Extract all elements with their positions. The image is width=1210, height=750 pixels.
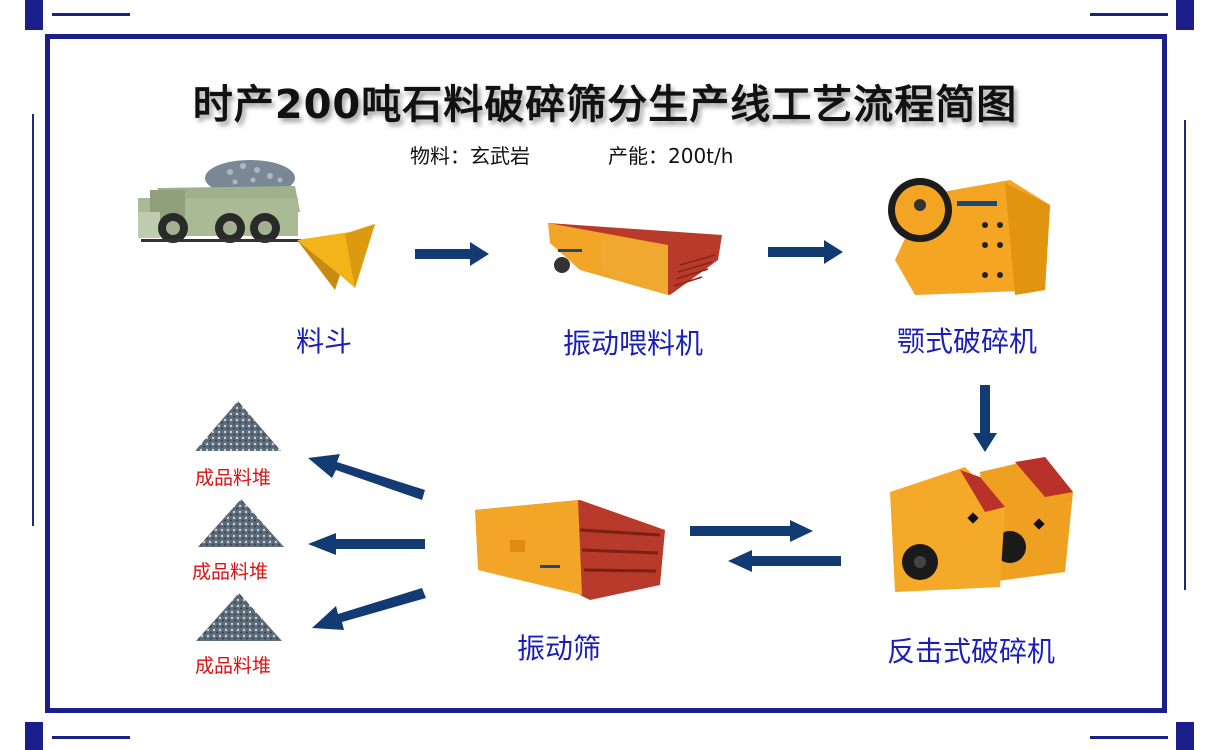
- corner-line-bottom-right: [1090, 736, 1168, 739]
- side-line-right: [1184, 120, 1186, 590]
- corner-line-top-left: [52, 13, 130, 16]
- vibrating-screen-icon: [475, 500, 665, 600]
- capacity-label: 产能：200t/h: [608, 144, 734, 168]
- corner-block-bottom-left: [25, 722, 43, 750]
- pile-label-1: 成品料堆: [195, 467, 272, 489]
- gravel-pile-icon-3: [196, 593, 282, 641]
- gravel-pile-icon-1: [195, 401, 281, 451]
- pile-label-3: 成品料堆: [195, 655, 272, 677]
- corner-block-bottom-right: [1176, 722, 1194, 750]
- arrow-screen-to-pile-1: [308, 454, 425, 500]
- vibrating-feeder-icon: [548, 223, 722, 295]
- impact-crusher-icon: [890, 457, 1073, 592]
- material-label: 物料：玄武岩: [410, 144, 530, 168]
- arrow-jaw-to-impact: [973, 385, 997, 452]
- diagram-title: 时产200吨石料破碎筛分生产线工艺流程简图: [192, 82, 1018, 128]
- arrow-impact-to-screen: [728, 550, 841, 572]
- arrow-screen-to-impact: [690, 520, 813, 542]
- corner-block-top-right: [1176, 0, 1194, 30]
- arrow-hopper-to-feeder: [415, 242, 489, 266]
- gravel-pile-icon-2: [198, 499, 284, 547]
- side-line-left: [32, 114, 34, 526]
- corner-line-top-right: [1090, 13, 1168, 16]
- stage-label-screen: 振动筛: [517, 632, 602, 665]
- diagram-frame: [45, 34, 1167, 713]
- arrow-screen-to-pile-3: [312, 588, 426, 630]
- stage-label-hopper: 料斗: [296, 325, 353, 358]
- corner-block-top-left: [25, 0, 43, 30]
- jaw-crusher-icon: [888, 178, 1050, 295]
- arrow-screen-to-pile-2: [308, 533, 425, 555]
- dump-truck-hopper-icon: [138, 160, 375, 290]
- arrow-feeder-to-jaw: [768, 240, 843, 264]
- stage-label-impact-crusher: 反击式破碎机: [887, 635, 1056, 668]
- corner-line-bottom-left: [52, 736, 130, 739]
- stage-label-jaw-crusher: 颚式破碎机: [897, 325, 1038, 358]
- stage-label-feeder: 振动喂料机: [563, 327, 704, 360]
- pile-label-2: 成品料堆: [192, 561, 269, 583]
